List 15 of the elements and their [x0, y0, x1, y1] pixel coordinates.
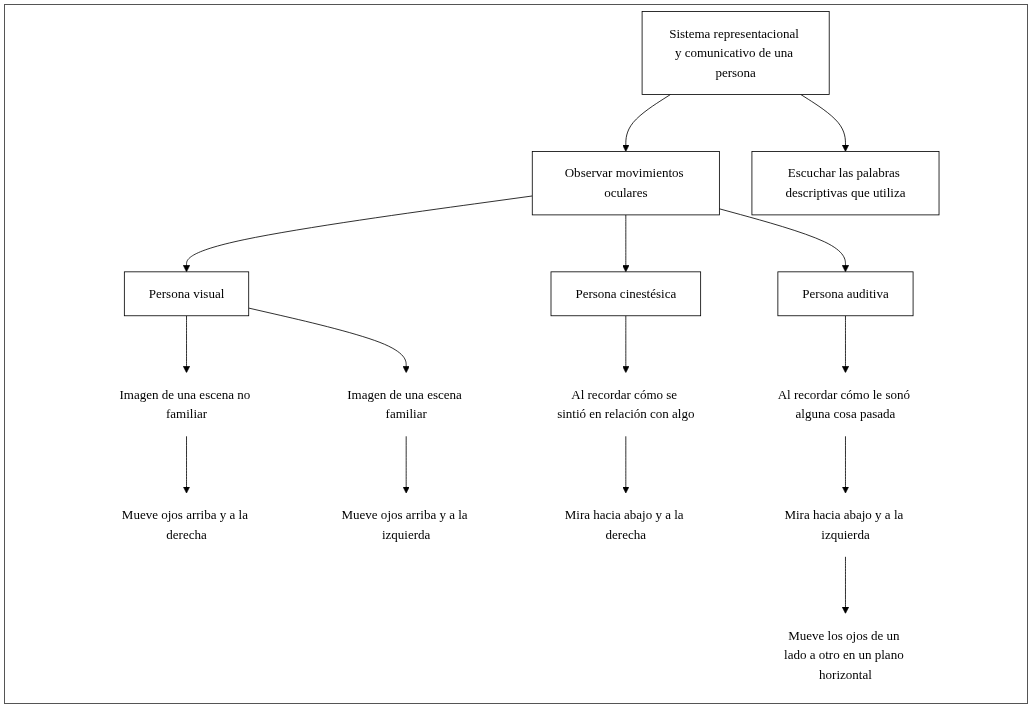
node-text: Mueve ojos arriba y a la izquierda: [341, 507, 468, 542]
node-text: Al recordar cómo se sintió en relación con algo: [557, 387, 695, 421]
node-text: Imagen de una escena no familiar: [119, 387, 251, 421]
node-text: Mueve ojos arriba y a la derecha: [121, 507, 248, 542]
node-text: Al recordar cómo le sonó alguna cosa pasada: [777, 387, 910, 421]
node-text: Mira hacia abajo y a la izquierda: [784, 507, 904, 542]
node-box: Persona auditiva: [777, 271, 914, 317]
node-text: Mira hacia abajo y a la derecha: [564, 507, 684, 542]
node-text: Imagen de una escena familiar: [347, 387, 462, 421]
node-box: Persona visual: [123, 271, 250, 317]
node-box: Persona cinestésica: [550, 271, 702, 317]
node-box: Sistema representacional y comunicativo de una persona: [641, 11, 830, 95]
node-box: Observar movimientos oculares: [531, 151, 720, 216]
node-box: Escuchar las palabras descriptivas que utiliza: [751, 151, 940, 216]
node-text: Mueve los ojos de un lado a otro en un plano horizontal: [784, 628, 904, 682]
